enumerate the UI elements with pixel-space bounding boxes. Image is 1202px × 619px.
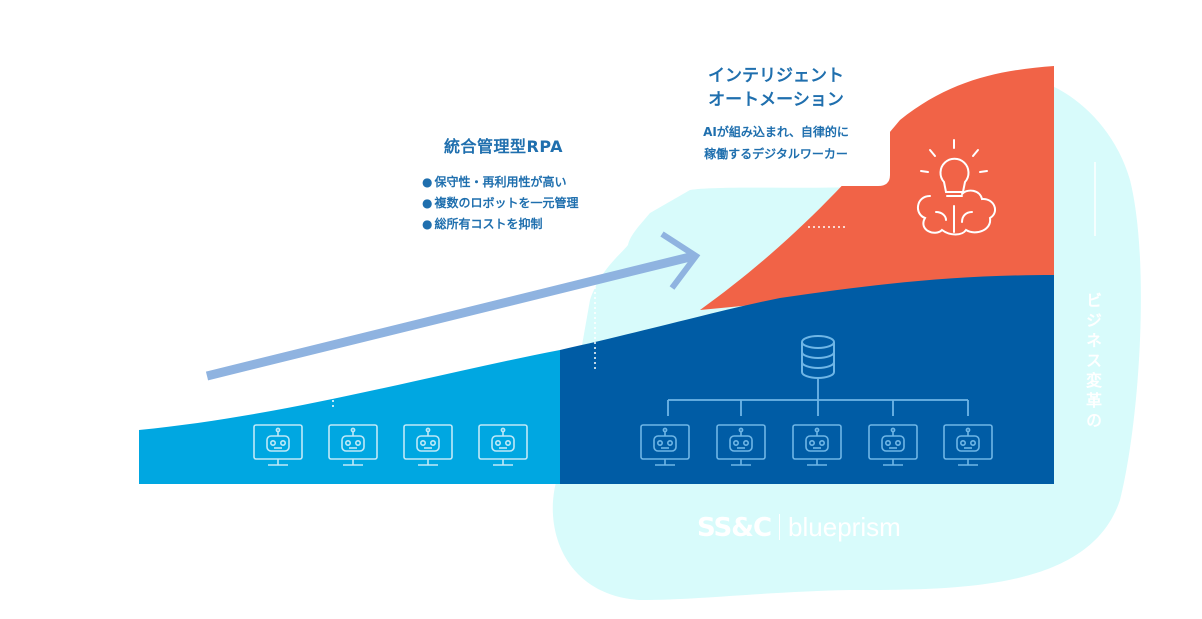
- ia-title: インテリジェントオートメーション: [708, 66, 844, 110]
- robot-monitor-icon: [478, 424, 528, 466]
- ia-callout-box: [670, 40, 890, 186]
- rpa-area: [139, 350, 560, 484]
- vertical-label: ビジネス変革の: [1083, 292, 1102, 432]
- robot-monitor-icon: [868, 424, 918, 466]
- rpa-bullet: 保守性・再利用性が高い: [422, 172, 579, 193]
- robot-monitor-icon: [640, 424, 690, 466]
- rpa-bullet-list: 保守性・再利用性が高い 複数のロボットを一元管理 総所有コストを抑制: [422, 172, 579, 235]
- ia-area: [700, 66, 1054, 310]
- rpa-title: 統合管理型RPA: [444, 137, 563, 156]
- network-tree-lines: [667, 379, 969, 416]
- logo-separator: [779, 514, 781, 540]
- arrow-right-icon: [205, 231, 701, 381]
- brain-lightbulb-icon: [917, 139, 997, 236]
- robot-monitor-icon: [403, 424, 453, 466]
- ia-subtitle: AIが組み込まれ、自律的に稼働するデジタルワーカー: [703, 125, 849, 161]
- rpa-bullet: 総所有コストを抑制: [422, 214, 579, 235]
- logo-product: blueprism: [788, 512, 901, 542]
- robot-monitor-icon: [792, 424, 842, 466]
- robot-monitor-icon: [328, 424, 378, 466]
- robot-monitor-icon: [253, 424, 303, 466]
- robot-monitor-icon: [943, 424, 993, 466]
- robot-group-rpa: [253, 424, 528, 466]
- database-icon: [801, 335, 835, 379]
- rpa-bullet: 複数のロボットを一元管理: [422, 193, 578, 214]
- dark-blue-area: [560, 275, 1054, 484]
- robot-monitor-icon: [716, 424, 766, 466]
- logo-brand: SS&C: [697, 513, 772, 543]
- ssc-blueprism-logo: SS&C blueprism: [697, 512, 901, 543]
- robot-group-managed: [640, 424, 993, 466]
